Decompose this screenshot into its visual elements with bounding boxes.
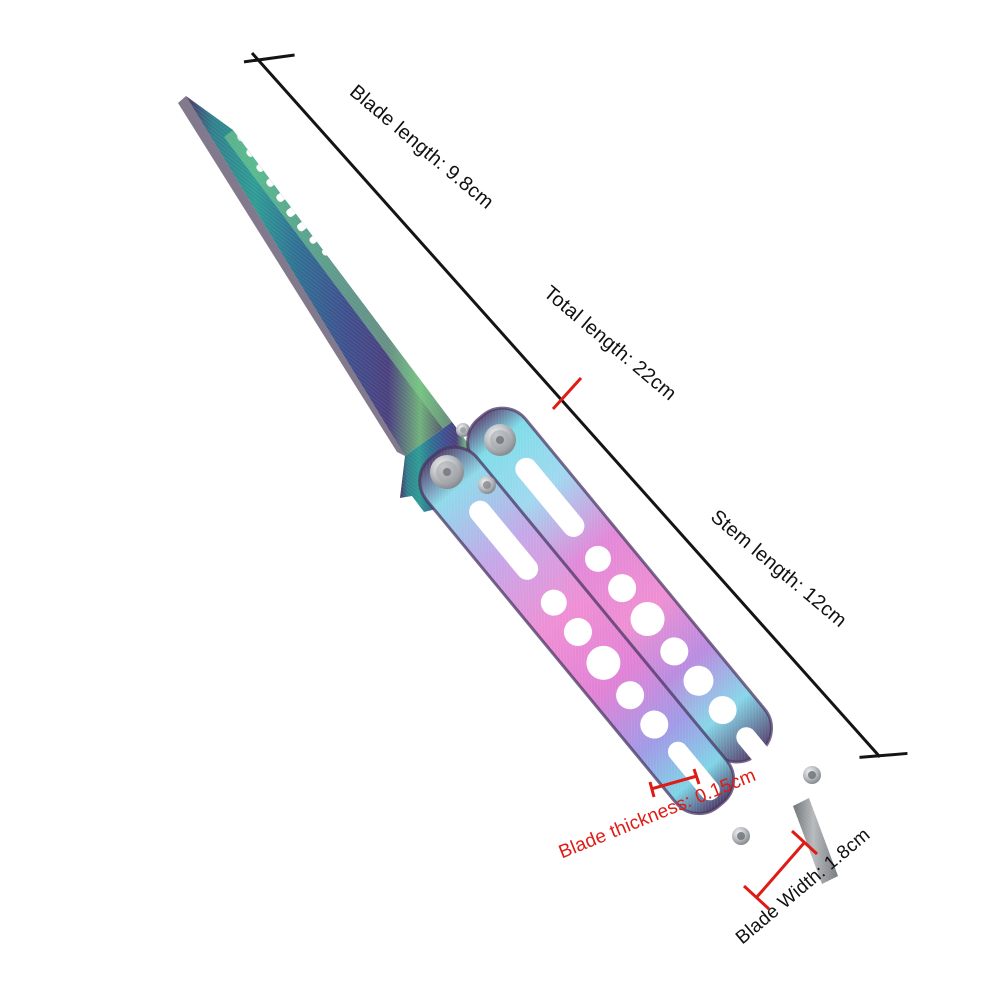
handle-lower-slot-top bbox=[469, 500, 539, 580]
leader-endcap-bottom bbox=[859, 751, 908, 759]
handle-lower-holes bbox=[540, 589, 669, 739]
leader-endcap-top bbox=[243, 53, 295, 64]
pivot-screw-upper bbox=[484, 424, 516, 456]
handle-upper-holes bbox=[584, 545, 737, 725]
handle-upper-slot-top bbox=[515, 457, 585, 537]
hardware-screws bbox=[430, 424, 821, 845]
handle-lower-tip-screw bbox=[732, 827, 750, 845]
handle-upper-slot-bottom bbox=[736, 727, 791, 789]
latch-pin-texture bbox=[793, 798, 838, 884]
handle-lower-edge bbox=[418, 445, 736, 816]
handle-lower bbox=[418, 445, 736, 816]
pivot-screw-lower bbox=[430, 455, 464, 489]
total-length-midpoint-tick bbox=[551, 376, 583, 411]
comb-spine-highlight bbox=[224, 130, 452, 429]
measurement-brackets bbox=[648, 768, 819, 911]
blade-thickness-bracket bbox=[648, 768, 701, 798]
comb-spine-shadow bbox=[178, 96, 405, 456]
tang-stop-pin bbox=[478, 476, 496, 494]
total-length-leader-line bbox=[250, 52, 882, 758]
latch-pin bbox=[793, 798, 838, 884]
blade-width-bracket bbox=[742, 829, 819, 911]
comb-blade-brush-texture bbox=[186, 96, 452, 456]
dimension-lines bbox=[243, 52, 908, 759]
handle-upper-tip-screw bbox=[803, 766, 821, 784]
tang-pin-slot bbox=[460, 427, 466, 433]
handle-upper bbox=[466, 406, 791, 789]
